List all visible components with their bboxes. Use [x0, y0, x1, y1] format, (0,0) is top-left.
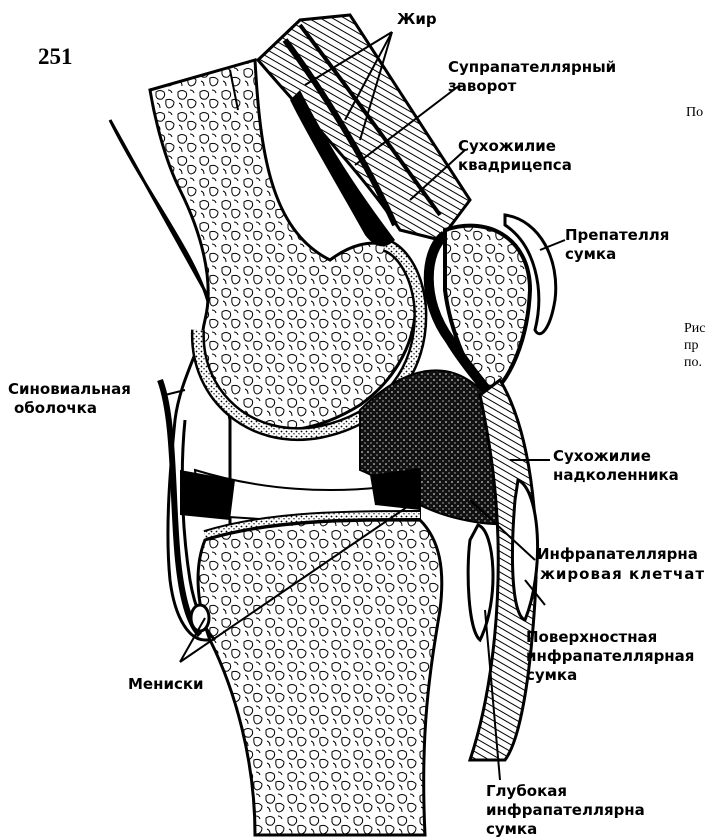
label-quadriceps-line1: Сухожилие — [458, 137, 556, 155]
label-infrapatellar-fat-line2: жировая клетчат — [540, 565, 711, 583]
label-suprapatellar-line1: Супрапателлярный — [448, 58, 616, 76]
label-patellar-tendon-line2: надколенника — [553, 466, 679, 484]
meniscus-anterior — [370, 468, 420, 510]
label-superficial-line1: Поверхностная — [526, 628, 657, 646]
label-deep-line1: Глубокая — [486, 782, 567, 800]
side-text-line1: По — [686, 104, 703, 121]
label-quadriceps-line2: квадрицепса — [458, 156, 572, 174]
page-number: 251 — [38, 44, 73, 70]
label-prepatellar-line2: сумка — [565, 245, 616, 263]
label-prepatellar-line1: Препателля — [565, 226, 675, 244]
label-deep-line3: сумка — [486, 820, 537, 838]
patella — [445, 226, 530, 395]
side-text-line2: Рис — [684, 320, 706, 337]
label-menisci: Мениски — [128, 675, 204, 693]
label-synovial-line1: Синовиальная — [8, 380, 131, 398]
label-synovial-line2: оболочка — [14, 399, 97, 417]
label-infrapatellar-fat-line1: Инфрапателлярна — [537, 545, 711, 563]
label-fat: Жир — [397, 10, 437, 28]
label-superficial-line3: сумка — [526, 666, 577, 684]
label-patellar-tendon-line1: Сухожилие — [553, 447, 651, 465]
side-text-line3: пр — [684, 337, 699, 354]
label-suprapatellar-line2: заворот — [448, 77, 516, 95]
label-superficial-line2: инфрапателлярная — [526, 647, 711, 665]
side-text-line4: по. — [684, 354, 702, 371]
label-deep-line2: инфрапателлярна — [486, 801, 645, 819]
deep-infrapatellar-bursa — [468, 525, 493, 640]
